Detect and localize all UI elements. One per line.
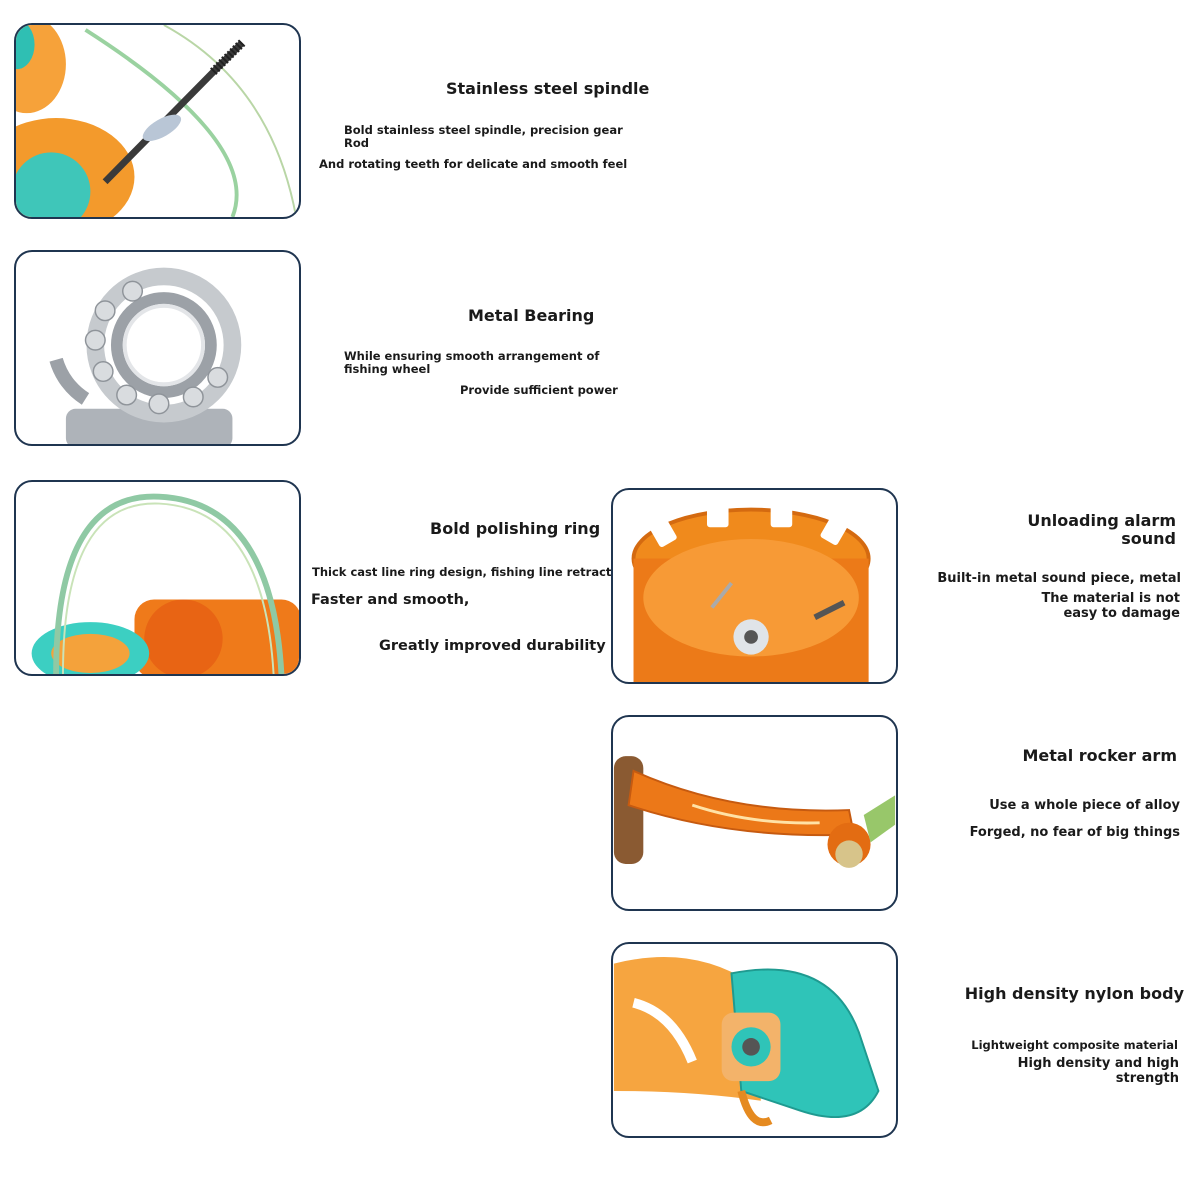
feature-line: Rod xyxy=(344,136,369,150)
feature-line: Bold stainless steel spindle, precision … xyxy=(344,123,623,137)
feature-title: Stainless steel spindle xyxy=(446,79,650,98)
feature-title: Metal Bearing xyxy=(468,306,595,325)
spool-cup-image xyxy=(611,488,898,684)
feature-line: Lightweight composite material xyxy=(971,1038,1178,1052)
feature-title: High density nylon body xyxy=(964,984,1184,1003)
line-roller-image xyxy=(14,480,301,676)
feature-line: The material is not xyxy=(1041,591,1180,606)
feature-line: Thick cast line ring design, fishing lin… xyxy=(312,565,640,579)
feature-line: Built-in metal sound piece, metal xyxy=(937,571,1181,586)
feature-line: Faster and smooth, xyxy=(311,592,470,608)
bearing-image xyxy=(14,250,301,446)
crank-arm-image xyxy=(611,715,898,911)
feature-line: While ensuring smooth arrangement of xyxy=(344,349,600,363)
feature-line: Forged, no fear of big things xyxy=(969,825,1180,840)
feature-line: fishing wheel xyxy=(344,362,431,376)
feature-line: And rotating teeth for delicate and smoo… xyxy=(319,157,628,171)
feature-line: strength xyxy=(1115,1071,1179,1086)
feature-title: sound xyxy=(1121,529,1176,548)
feature-line: easy to damage xyxy=(1063,606,1180,621)
feature-title: Unloading alarm xyxy=(1027,511,1176,530)
reel-body-image xyxy=(611,942,898,1138)
feature-line: Greatly improved durability xyxy=(379,638,606,654)
feature-title: Metal rocker arm xyxy=(1022,746,1177,765)
feature-line: High density and high xyxy=(1017,1056,1179,1071)
feature-line: Use a whole piece of alloy xyxy=(989,798,1180,813)
feature-line: Provide sufficient power xyxy=(460,383,618,397)
spindle-image xyxy=(14,23,301,219)
feature-title: Bold polishing ring xyxy=(430,519,601,538)
